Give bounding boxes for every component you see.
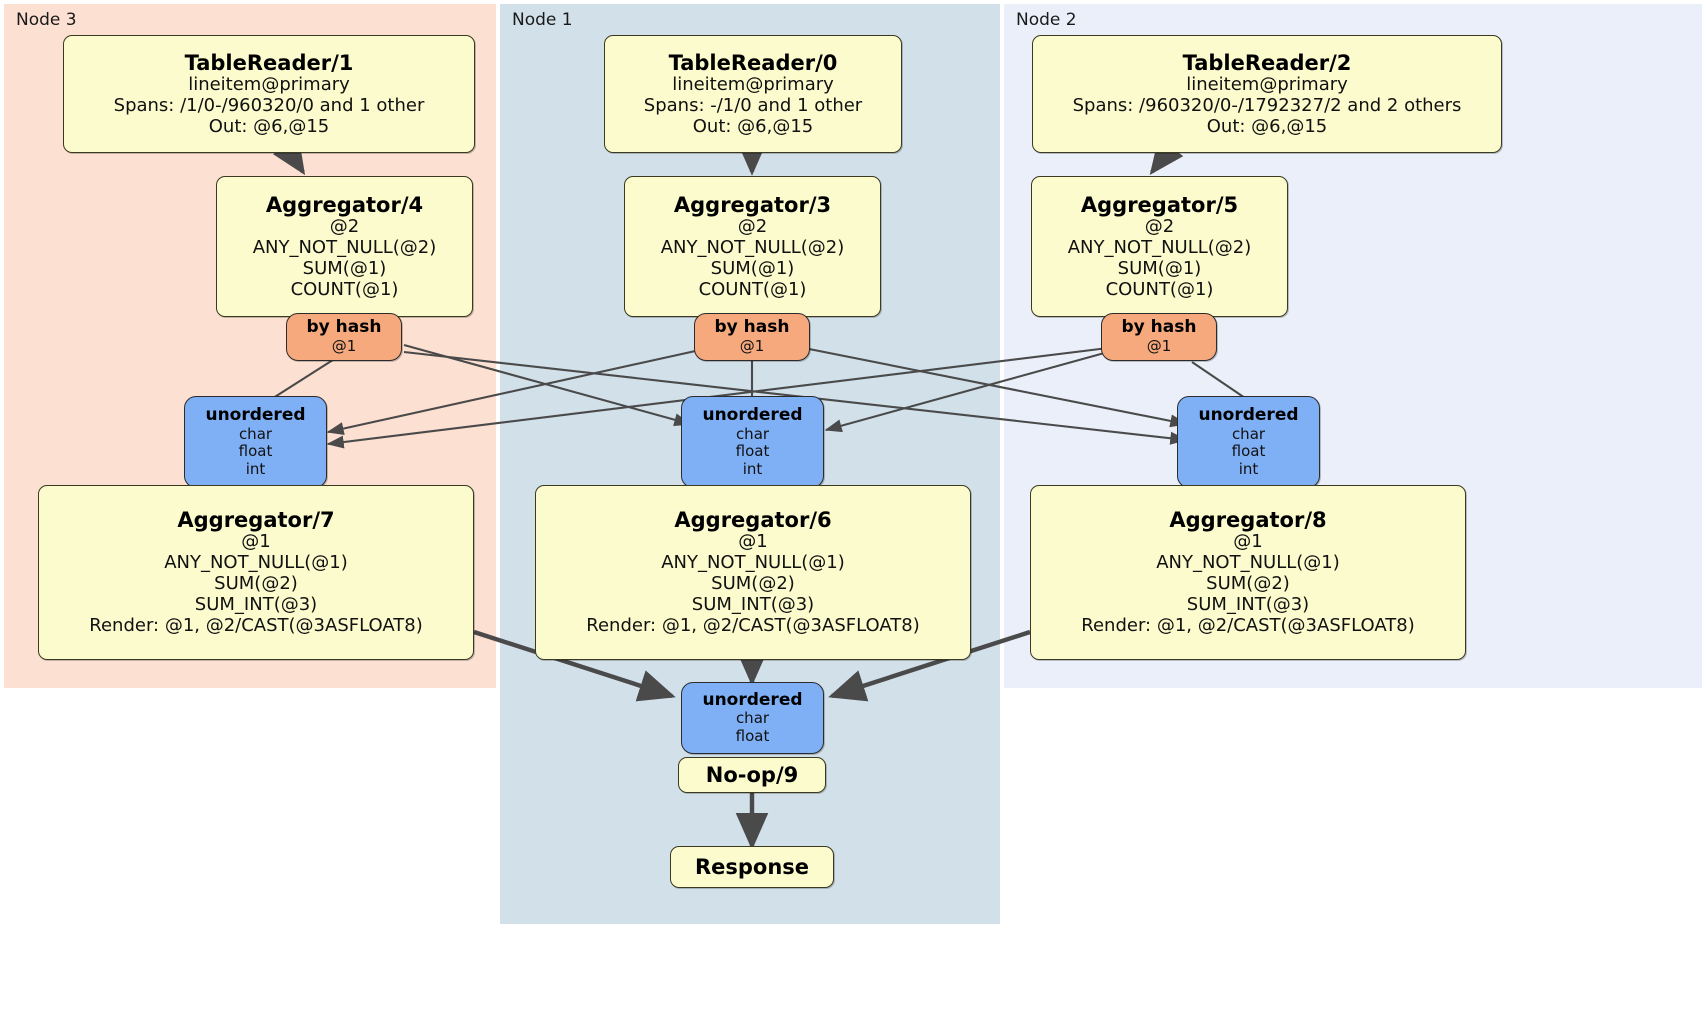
processor-title: No-op/9	[705, 762, 799, 787]
processor-title: Aggregator/4	[265, 192, 424, 217]
processor-detail-line: lineitem@primary	[1186, 73, 1348, 95]
processor-detail-line: @1	[1233, 531, 1263, 553]
router-title: by hash	[306, 317, 382, 338]
synchronizer-unordered-node3[interactable]: unordered char float int	[184, 396, 327, 488]
processor-detail-line: ANY_NOT_NULL(@2)	[252, 236, 437, 258]
processor-detail-line: @2	[329, 215, 360, 237]
synchronizer-unordered-node1[interactable]: unordered char float int	[681, 396, 824, 488]
processor-detail-line: SUM(@1)	[710, 257, 795, 279]
processor-aggregator-4[interactable]: Aggregator/4 @2 ANY_NOT_NULL(@2) SUM(@1)…	[216, 176, 473, 317]
processor-detail-line: Spans: -/1/0 and 1 other	[643, 94, 863, 116]
processor-tablereader-2[interactable]: TableReader/2 lineitem@primary Spans: /9…	[1032, 35, 1502, 153]
processor-response[interactable]: Response	[670, 846, 834, 888]
processor-title: Aggregator/5	[1080, 192, 1239, 217]
processor-detail-line: @1	[241, 531, 271, 553]
processor-aggregator-5[interactable]: Aggregator/5 @2 ANY_NOT_NULL(@2) SUM(@1)…	[1031, 176, 1288, 317]
synchronizer-title: unordered	[1198, 405, 1299, 426]
synchronizer-type-line: float	[735, 726, 770, 745]
processor-detail-line: SUM(@1)	[302, 257, 387, 279]
synchronizer-title: unordered	[702, 689, 803, 710]
synchronizer-type-line: char	[1231, 424, 1266, 443]
processor-detail-line: SUM_INT(@3)	[1186, 594, 1310, 616]
synchronizer-type-line: char	[735, 709, 770, 728]
processor-title: Aggregator/8	[1169, 508, 1327, 533]
router-detail-line: @1	[331, 337, 357, 356]
synchronizer-type-line: float	[1231, 442, 1266, 461]
router-by-hash-node2[interactable]: by hash @1	[1101, 313, 1217, 361]
processor-detail-line: ANY_NOT_NULL(@2)	[1067, 236, 1252, 258]
processor-detail-line: Spans: /1/0-/960320/0 and 1 other	[113, 94, 425, 116]
node-region-label-node1: Node 1	[512, 10, 573, 30]
processor-render-line: Render: @1, @2/CAST(@3ASFLOAT8)	[586, 614, 920, 636]
router-detail-line: @1	[1146, 337, 1172, 356]
synchronizer-type-line: int	[742, 459, 763, 478]
synchronizer-type-line: char	[238, 424, 273, 443]
processor-render-line: Render: @1, @2/CAST(@3ASFLOAT8)	[1081, 614, 1415, 636]
processor-detail-line: ANY_NOT_NULL(@1)	[661, 552, 845, 574]
processor-detail-line: Out: @6,@15	[692, 115, 814, 137]
processor-detail-line: Out: @6,@15	[208, 115, 330, 137]
synchronizer-type-line: int	[1238, 459, 1259, 478]
router-detail-line: @1	[739, 337, 765, 356]
processor-detail-line: SUM_INT(@3)	[194, 594, 318, 616]
router-title: by hash	[714, 317, 790, 338]
synchronizer-unordered-node2[interactable]: unordered char float int	[1177, 396, 1320, 488]
processor-detail-line: COUNT(@1)	[698, 278, 807, 300]
synchronizer-unordered-final[interactable]: unordered char float	[681, 682, 824, 754]
processor-aggregator-8[interactable]: Aggregator/8 @1 ANY_NOT_NULL(@1) SUM(@2)…	[1030, 485, 1466, 660]
processor-detail-line: lineitem@primary	[672, 73, 834, 95]
processor-detail-line: @2	[737, 215, 768, 237]
processor-render-line: Render: @1, @2/CAST(@3ASFLOAT8)	[89, 614, 423, 636]
synchronizer-title: unordered	[702, 405, 803, 426]
synchronizer-type-line: char	[735, 424, 770, 443]
processor-detail-line: Out: @6,@15	[1206, 115, 1328, 137]
processor-detail-line: ANY_NOT_NULL(@1)	[1156, 552, 1340, 574]
synchronizer-title: unordered	[205, 405, 306, 426]
processor-detail-line: lineitem@primary	[188, 73, 350, 95]
processor-title: TableReader/1	[184, 50, 354, 75]
processor-detail-line: SUM_INT(@3)	[691, 594, 815, 616]
router-by-hash-node3[interactable]: by hash @1	[286, 313, 402, 361]
processor-tablereader-0[interactable]: TableReader/0 lineitem@primary Spans: -/…	[604, 35, 902, 153]
processor-detail-line: @2	[1144, 215, 1175, 237]
processor-detail-line: ANY_NOT_NULL(@2)	[660, 236, 845, 258]
processor-aggregator-3[interactable]: Aggregator/3 @2 ANY_NOT_NULL(@2) SUM(@1)…	[624, 176, 881, 317]
synchronizer-type-line: int	[245, 459, 266, 478]
processor-title: TableReader/2	[1182, 50, 1352, 75]
processor-detail-line: SUM(@2)	[214, 573, 298, 595]
processor-detail-line: Spans: /960320/0-/1792327/2 and 2 others	[1072, 94, 1462, 116]
processor-tablereader-1[interactable]: TableReader/1 lineitem@primary Spans: /1…	[63, 35, 475, 153]
processor-aggregator-7[interactable]: Aggregator/7 @1 ANY_NOT_NULL(@1) SUM(@2)…	[38, 485, 474, 660]
processor-aggregator-6[interactable]: Aggregator/6 @1 ANY_NOT_NULL(@1) SUM(@2)…	[535, 485, 971, 660]
processor-detail-line: SUM(@2)	[1206, 573, 1290, 595]
processor-detail-line: ANY_NOT_NULL(@1)	[164, 552, 348, 574]
processor-detail-line: SUM(@1)	[1117, 257, 1202, 279]
node-region-label-node2: Node 2	[1016, 10, 1077, 30]
processor-detail-line: COUNT(@1)	[1105, 278, 1214, 300]
node-region-label-node3: Node 3	[16, 10, 77, 30]
processor-noop-9[interactable]: No-op/9	[678, 757, 826, 793]
processor-title: TableReader/0	[668, 50, 838, 75]
processor-detail-line: COUNT(@1)	[290, 278, 399, 300]
processor-title: Response	[694, 854, 810, 879]
processor-title: Aggregator/6	[674, 508, 832, 533]
processor-detail-line: @1	[738, 531, 768, 553]
synchronizer-type-line: float	[735, 442, 770, 461]
synchronizer-type-line: float	[238, 442, 273, 461]
processor-title: Aggregator/3	[673, 192, 832, 217]
processor-detail-line: SUM(@2)	[711, 573, 795, 595]
router-title: by hash	[1121, 317, 1197, 338]
processor-title: Aggregator/7	[177, 508, 335, 533]
router-by-hash-node1[interactable]: by hash @1	[694, 313, 810, 361]
